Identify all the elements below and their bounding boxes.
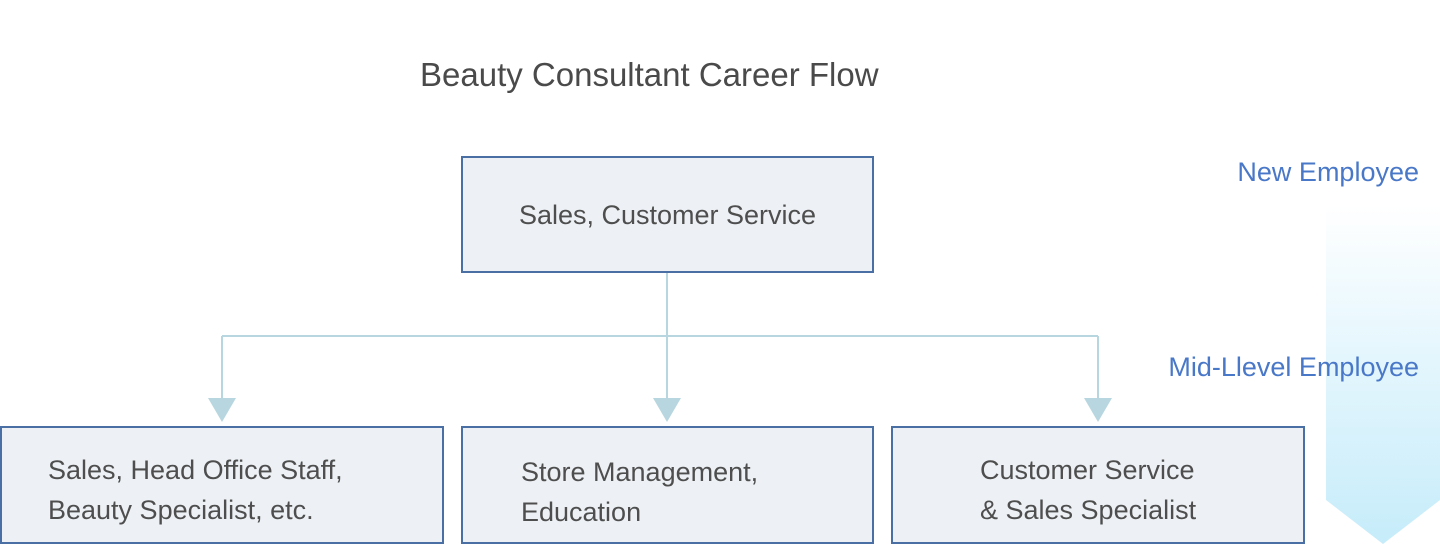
arrowhead-middle [653, 398, 681, 422]
connector-lines [221, 273, 1099, 400]
node-label-line2: & Sales Specialist [980, 495, 1197, 525]
node-label: Sales, Customer Service [518, 199, 817, 230]
arrowhead-left [208, 398, 236, 422]
node-label-line1: Store Management, [521, 457, 759, 487]
level-label-mid-level-employee: Mid-Llevel Employee [1168, 352, 1419, 382]
node-label-line2: Education [521, 497, 642, 527]
career-level-arrow [1326, 205, 1440, 544]
node-sales-customer-service: Sales, Customer Service [461, 156, 874, 273]
level-label-new-employee: New Employee [1237, 157, 1419, 187]
diagram-title: Beauty Consultant Career Flow [420, 56, 879, 93]
node-store-management: Store Management, Education [461, 426, 874, 544]
node-label-line1: Sales, Head Office Staff, [48, 455, 343, 485]
node-customer-service-specialist: Customer Service & Sales Specialist [891, 426, 1305, 544]
arrowhead-right [1084, 398, 1112, 422]
node-sales-head-office: Sales, Head Office Staff, Beauty Special… [0, 426, 444, 544]
node-label-line2: Beauty Specialist, etc. [48, 495, 314, 525]
node-label-line1: Customer Service [980, 455, 1195, 485]
